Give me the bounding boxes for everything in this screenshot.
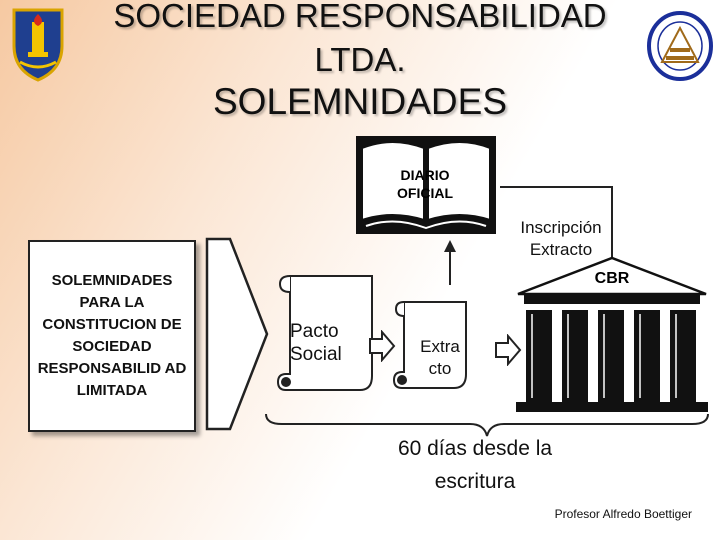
university-crest-logo [12,8,64,82]
plazo-line-2: escritura [434,470,516,493]
cbr-building-icon [516,256,708,412]
plazo-line-1: 60 días desde la [397,437,553,460]
inscripcion-line-1: Inscripción [520,218,602,237]
inscripcion-line-2: Extracto [529,240,593,259]
solemnidades-box-text: SOLEMNIDADES PARA LA CONSTITUCION DE SOC… [37,272,187,399]
cbr-label: CBR [594,270,630,287]
book-label-line-1: DIARIO [400,167,450,183]
extracto-scroll-icon [392,301,467,389]
extracto-line-2: cto [428,359,452,378]
extracto-line-1: Extra [420,337,460,356]
curly-brace [265,413,709,437]
title-line-1: SOCIEDAD RESPONSABILIDAD [113,0,607,34]
pacto-line-1: Pacto [290,321,339,342]
title-line-3: SOLEMNIDADES [212,81,507,122]
title-line-2: LTDA. [314,41,406,78]
arrow-extracto-to-cbr [495,334,522,366]
pacto-line-2: Social [290,344,342,365]
book-label-line-2: OFICIAL [397,185,453,201]
faculty-seal-logo [647,11,713,81]
arrow-pacto-to-extracto [369,330,396,362]
big-right-arrow [205,237,269,431]
author-credit: Profesor Alfredo Boettiger [554,507,692,521]
diario-oficial-book-icon [356,136,496,234]
pacto-social-scroll-icon [276,275,373,391]
solemnidades-box: SOLEMNIDADES PARA LA CONSTITUCION DE SOC… [28,240,196,432]
